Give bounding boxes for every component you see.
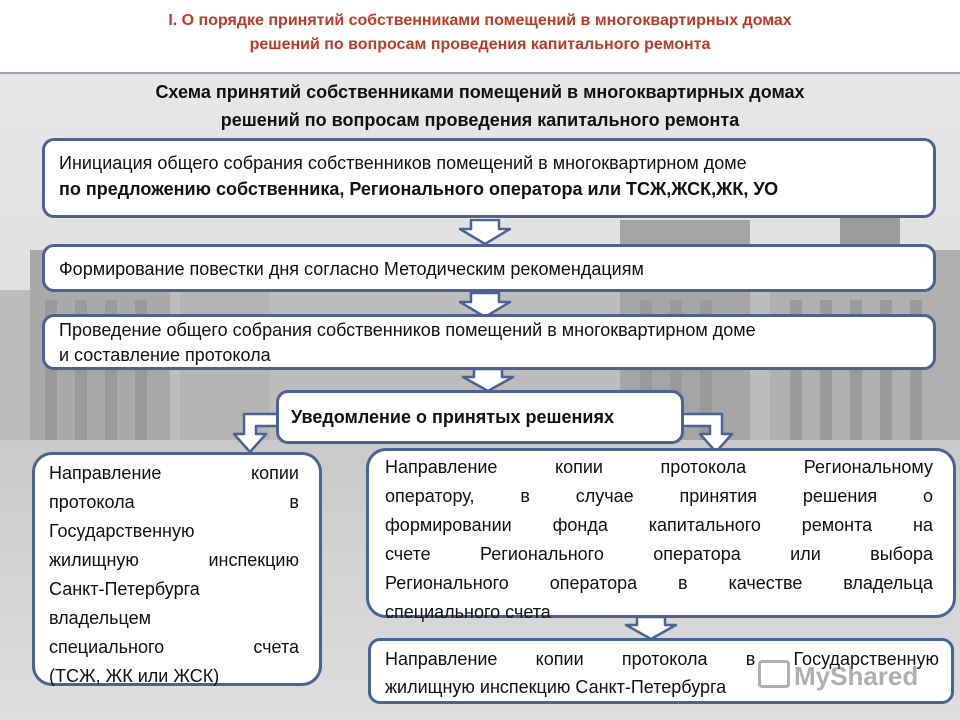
slide-header: I. О порядке принятий собственниками пом… — [0, 0, 960, 74]
branch-right-arrow-icon — [676, 412, 734, 454]
meeting-box: Проведение общего собрания собственников… — [42, 314, 936, 370]
arrow-down-icon — [624, 616, 678, 640]
right-branch-line: формировании фонда капитального ремонта … — [385, 515, 933, 535]
watermark: MyShared — [758, 660, 918, 692]
followup-text-line2: жилищную инспекцию Санкт-Петербурга — [385, 677, 727, 697]
agenda-box: Формирование повестки дня согласно Метод… — [42, 244, 936, 292]
left-branch-line: Санкт-Петербурга — [49, 579, 200, 599]
right-branch-line: оператору, в случае принятия решения о — [385, 486, 933, 506]
meeting-text-line1: Проведение общего собрания собственников… — [59, 320, 756, 340]
right-branch-line: Направление копии протокола Региональном… — [385, 457, 933, 477]
right-branch-line: специального счета — [385, 602, 551, 622]
left-branch-line: жилищную инспекцию — [49, 550, 299, 570]
left-branch-box: Направление копии протокола в Государств… — [32, 452, 322, 686]
arrow-down-icon — [461, 368, 515, 392]
initiation-box: Инициация общего собрания собственников … — [42, 138, 936, 218]
followup-text-line1: Направление копии протокола в Государств… — [385, 649, 939, 669]
left-branch-line: протокола в — [49, 492, 299, 512]
header-title-line2: решений по вопросам проведения капитальн… — [249, 36, 711, 53]
watermark-text: MyShared — [794, 661, 919, 691]
header-title-line1: I. О порядке принятий собственниками пом… — [168, 12, 792, 29]
right-branch-line: счете Регионального оператора или выбора — [385, 544, 933, 564]
meeting-text-line2: и составление протокола — [59, 345, 271, 365]
arrow-down-icon — [458, 219, 512, 245]
initiation-text-line1: Инициация общего собрания собственников … — [59, 153, 747, 173]
arrow-down-icon — [458, 292, 512, 318]
followup-box: Направление копии протокола в Государств… — [368, 638, 954, 704]
agenda-text: Формирование повестки дня согласно Метод… — [59, 259, 644, 279]
left-branch-line: специального счета — [49, 637, 299, 657]
right-branch-line: Регионального оператора в качестве владе… — [385, 573, 933, 593]
branch-left-arrow-icon — [232, 412, 290, 454]
notification-box: Уведомление о принятых решениях — [276, 390, 684, 444]
initiation-text-line2: по предложению собственника, Регионально… — [59, 179, 779, 199]
left-branch-line: Направление копии — [49, 463, 299, 483]
left-branch-line: (ТСЖ, ЖК или ЖСК) — [49, 666, 220, 686]
scheme-title-line1: Схема принятий собственниками помещений … — [155, 82, 805, 102]
left-branch-line: владельцем — [49, 608, 151, 628]
watermark-logo-icon — [758, 660, 790, 688]
scheme-title-line2: решений по вопросам проведения капитальн… — [220, 110, 740, 130]
right-branch-box: Направление копии протокола Региональном… — [366, 448, 956, 622]
left-branch-line: Государственную — [49, 521, 195, 541]
notification-text: Уведомление о принятых решениях — [291, 407, 614, 427]
